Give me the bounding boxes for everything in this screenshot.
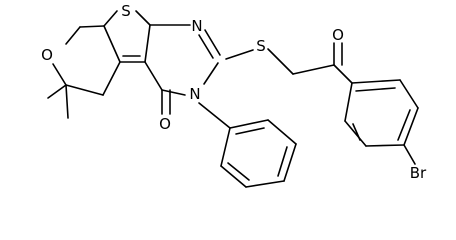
atom-n-ring: N xyxy=(189,85,200,103)
bond xyxy=(333,64,353,84)
bond xyxy=(198,34,214,59)
bond xyxy=(103,25,121,63)
bond xyxy=(220,127,231,167)
bond xyxy=(161,89,186,96)
bond xyxy=(144,24,151,63)
bond xyxy=(52,63,67,86)
bond xyxy=(204,29,221,56)
bond xyxy=(277,146,288,177)
bond xyxy=(225,49,254,60)
atom-o-pyran: O xyxy=(41,46,53,64)
bond xyxy=(344,82,353,122)
bond xyxy=(227,162,250,181)
bond xyxy=(65,84,69,119)
atom-o-ketone: O xyxy=(332,26,344,44)
bond xyxy=(198,102,231,129)
bond xyxy=(403,144,416,165)
atom-s-thioether: S xyxy=(256,37,266,55)
bond xyxy=(102,61,121,96)
bond xyxy=(245,180,285,188)
bond xyxy=(267,119,297,145)
bonds xyxy=(47,10,419,188)
atom-o-carbonyl: O xyxy=(159,115,171,133)
bond xyxy=(292,64,335,75)
bond xyxy=(235,127,265,135)
bond xyxy=(47,84,67,99)
bond xyxy=(220,165,247,188)
atom-labels: O S N N O S O Br xyxy=(41,2,427,182)
bond xyxy=(65,26,81,45)
chemical-structure: O S N N O S O Br xyxy=(41,2,427,188)
bond xyxy=(135,10,151,26)
atom-s-thiophene: S xyxy=(121,2,131,20)
bond xyxy=(283,143,297,182)
bond xyxy=(365,144,405,147)
atom-n-top: N xyxy=(191,17,202,35)
bond xyxy=(103,10,118,27)
bond xyxy=(79,25,105,28)
bond xyxy=(399,79,419,109)
bond xyxy=(203,62,219,85)
bond xyxy=(403,107,419,146)
bond xyxy=(397,109,411,141)
bond xyxy=(351,79,401,84)
bond xyxy=(267,48,294,75)
bond xyxy=(65,84,104,96)
bond xyxy=(355,87,396,92)
bond xyxy=(344,120,367,147)
bond xyxy=(144,61,163,91)
bond xyxy=(229,119,269,129)
atom-br: Br xyxy=(410,164,427,182)
bond xyxy=(352,123,361,141)
